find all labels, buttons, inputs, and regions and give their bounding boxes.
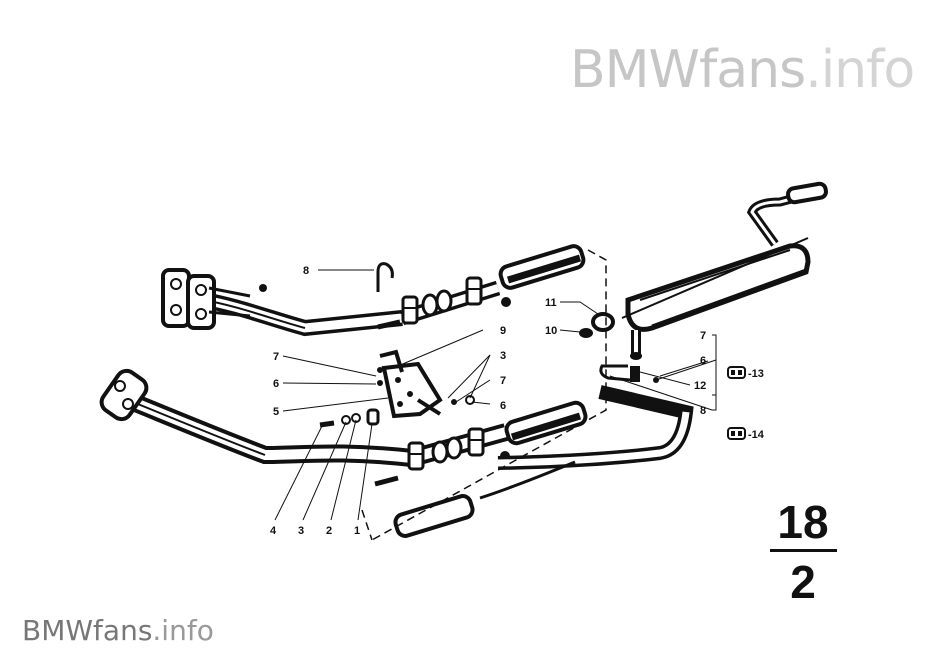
mounting-bracket	[379, 349, 443, 419]
callout-6a: 6	[273, 378, 279, 390]
small-hardware	[319, 367, 475, 428]
lower-manifold-flange	[99, 368, 149, 422]
callout-6b: 6	[500, 400, 506, 412]
callout-5: 5	[273, 406, 279, 418]
callout-4: 4	[270, 525, 277, 537]
page-number-divider	[770, 549, 837, 552]
lower-exhaust-pipe	[124, 391, 588, 468]
watermark-top: BMWfans.info	[570, 40, 915, 100]
callout-13: -13	[748, 368, 764, 380]
hanger-hook	[376, 262, 394, 292]
part-badge-13	[727, 366, 746, 379]
upper-clamps	[259, 276, 511, 330]
callout-6c: 6	[700, 355, 706, 367]
callout-2: 2	[326, 525, 332, 537]
part-badge-14	[727, 427, 746, 440]
callout-8b: 8	[700, 405, 706, 417]
callout-10: 10	[545, 325, 557, 337]
callout-7a: 7	[273, 351, 279, 363]
rear-pipe	[393, 385, 694, 538]
callout-3a: 3	[500, 350, 506, 362]
callout-8a: 8	[303, 265, 309, 277]
callout-9: 9	[500, 325, 506, 337]
page-number-top: 18	[777, 496, 829, 548]
callout-labels: 8 7 6 5 9 3 7 6 4 3 2 1 11 10 7 6 12 8 -…	[270, 265, 765, 537]
callout-12: 12	[694, 380, 706, 392]
upper-manifold-flanges	[161, 268, 251, 330]
callout-7b: 7	[500, 375, 506, 387]
dashed-grouping	[361, 249, 607, 541]
leader-lines	[274, 269, 717, 521]
callout-14: -14	[748, 429, 765, 441]
part-11-clamp	[579, 312, 615, 338]
callout-11: 11	[545, 297, 557, 309]
page-number-bottom: 2	[790, 556, 816, 608]
callout-7c: 7	[700, 330, 706, 342]
callout-3b: 3	[298, 525, 304, 537]
callout-1: 1	[354, 525, 360, 537]
watermark-bottom: BMWfans.info	[22, 614, 214, 647]
rear-muffler	[621, 181, 828, 360]
